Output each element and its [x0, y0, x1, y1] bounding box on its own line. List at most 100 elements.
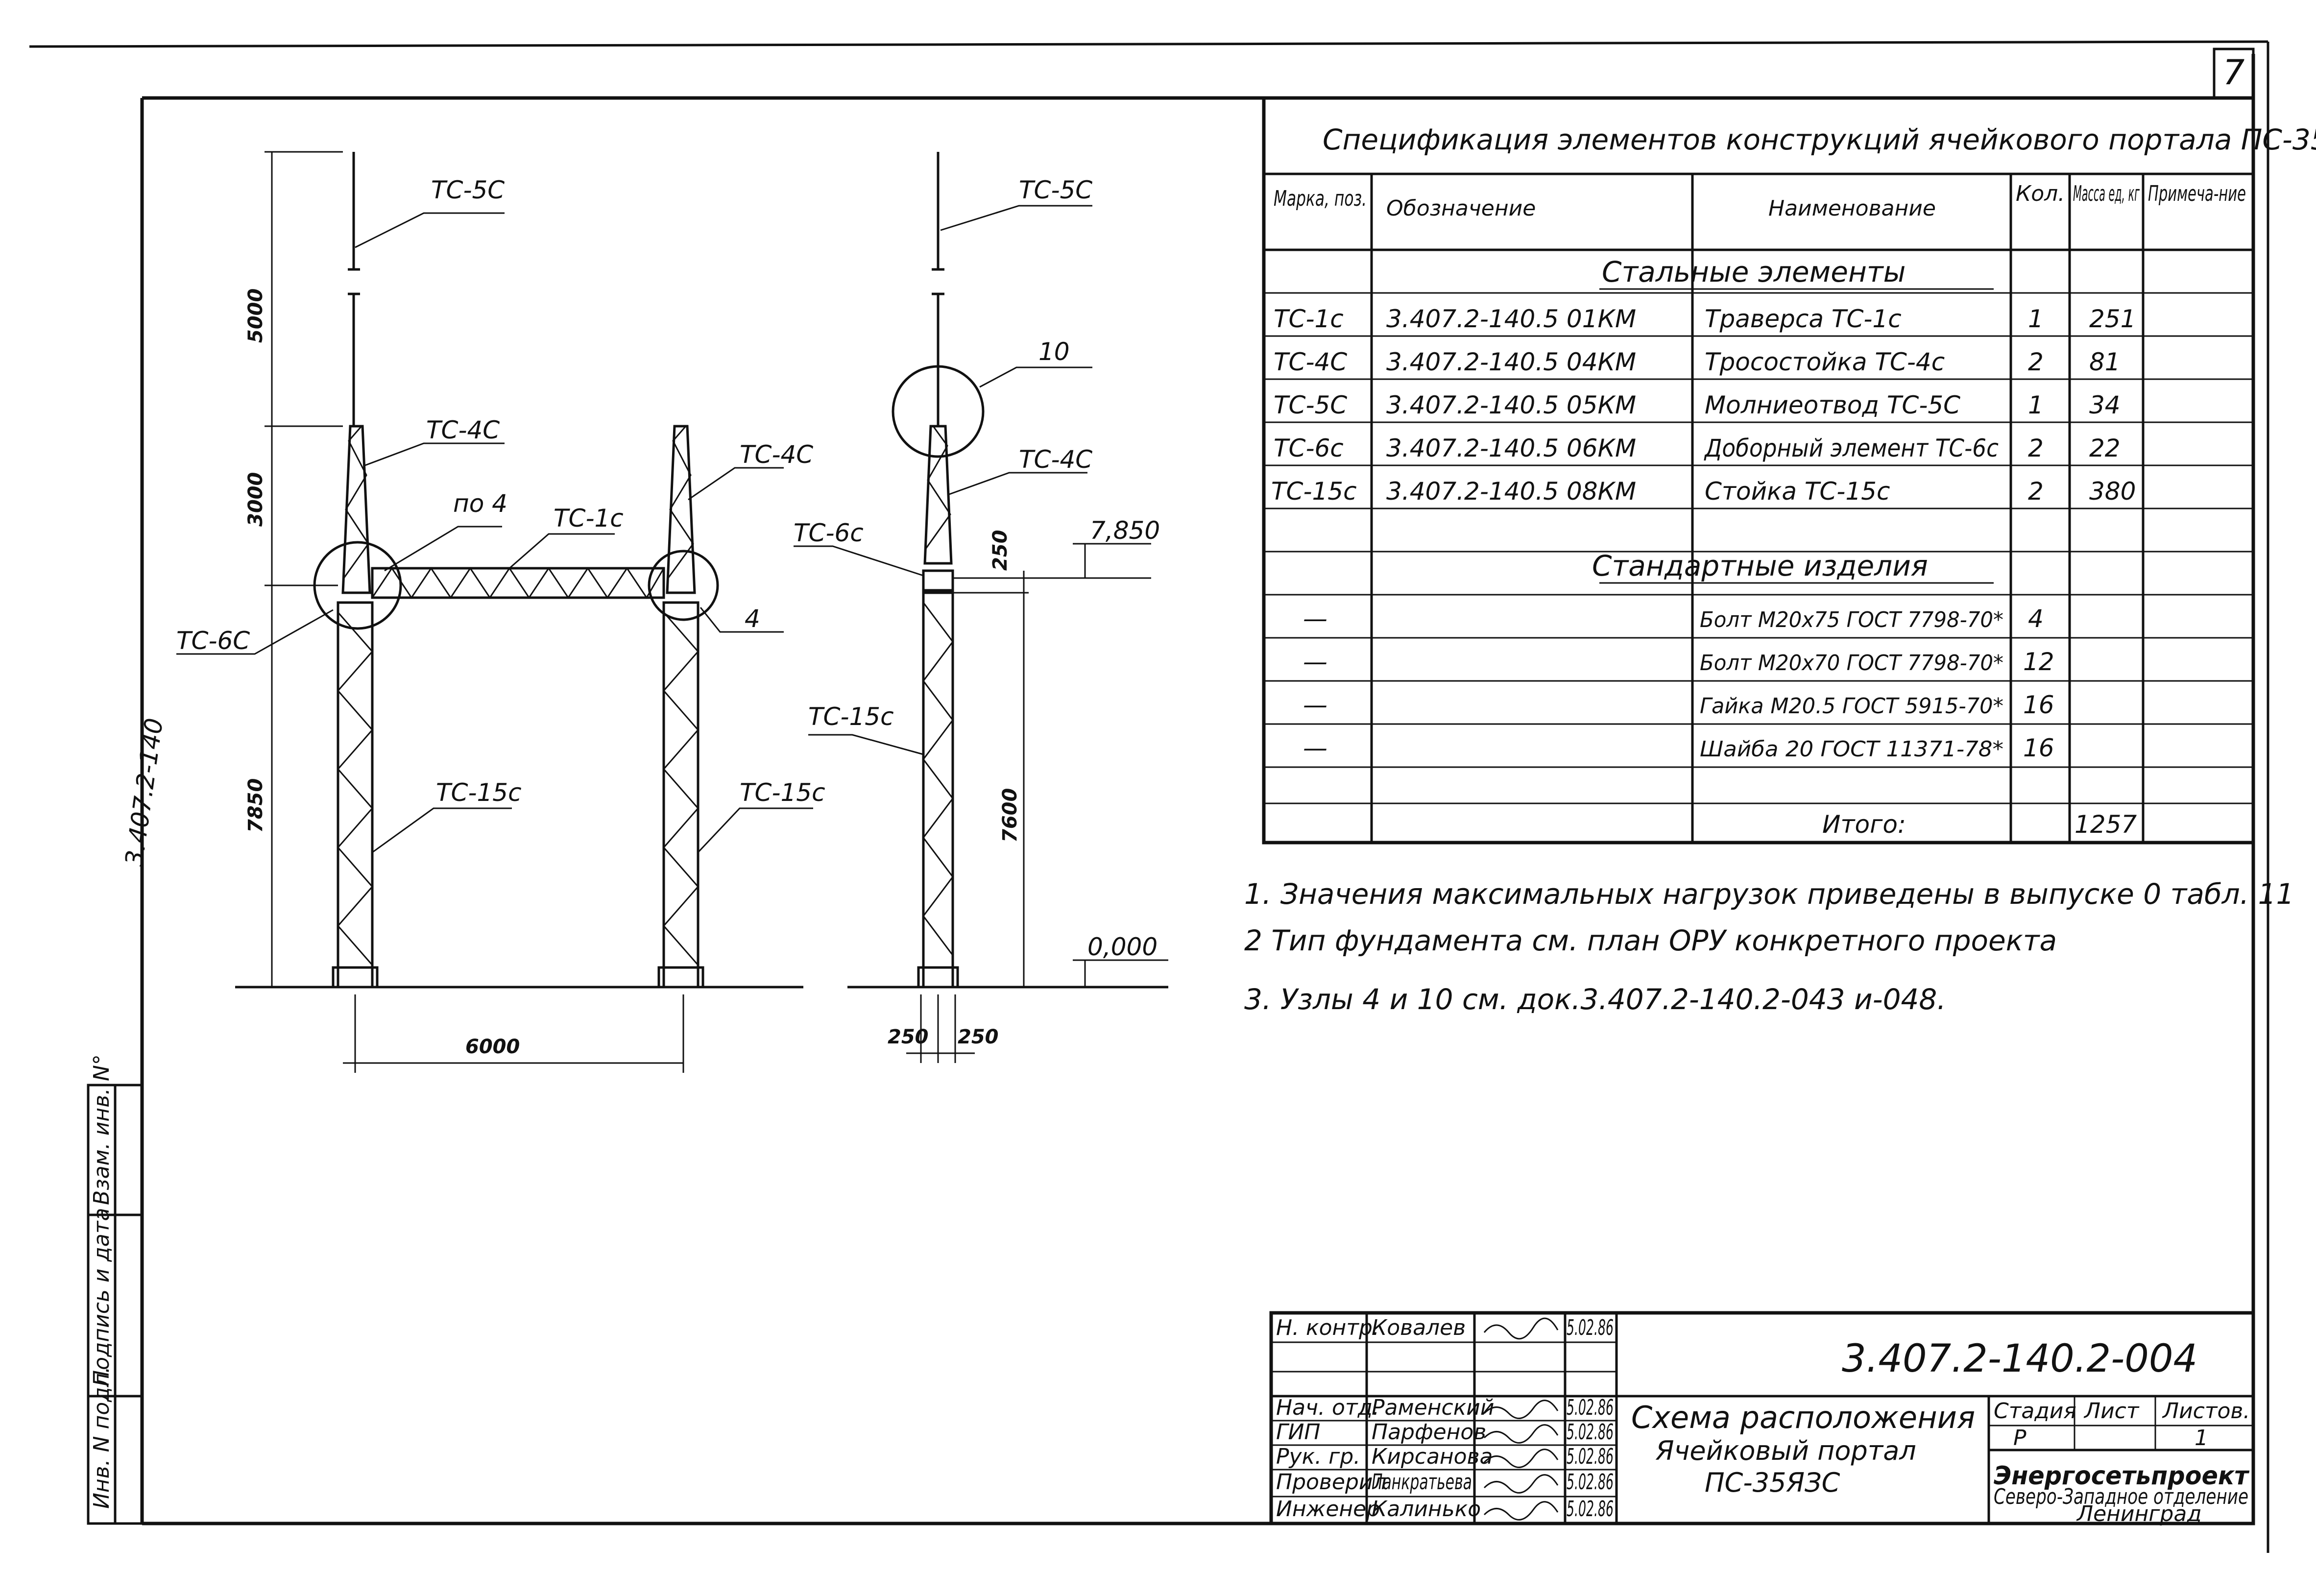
tb-name-2: Раменский — [1372, 1395, 1495, 1420]
tb-doc-code: 3.407.2-140.2-004 — [1842, 1337, 2197, 1381]
steel-row-1-mass: 251 — [2089, 305, 2136, 333]
steel-row-4-name: Доборный элемент ТС-6с — [1704, 434, 1999, 462]
steel-row-3-name: Молниеотвод ТС-5С — [1705, 391, 1960, 419]
side-dim-base-right: 250 — [958, 1026, 999, 1048]
front-label-tc4c-right: ТС-4С — [740, 440, 813, 469]
front-label-tc15c-left: ТС-15с — [436, 778, 522, 807]
steel-row-4-mass: 22 — [2089, 434, 2121, 462]
tb-date-2: 5.02.86 — [1567, 1395, 1614, 1420]
stamp-replaced-inv: Взам. инв. N° — [89, 1054, 114, 1205]
steel-row-1-qty: 1 — [2028, 305, 2044, 333]
steel-row-3-mass: 34 — [2089, 391, 2121, 419]
spec-header-qty: Кол. — [2016, 181, 2065, 206]
std-row-2-name: Болт М20х70 ГОСТ 7798-70* — [1700, 651, 2003, 676]
tb-role-2: Нач. отд. — [1276, 1395, 1379, 1420]
spec-title: Спецификация элементов конструкций ячейк… — [1323, 123, 2316, 156]
steel-row-2-mass: 81 — [2089, 348, 2121, 376]
tb-stage-value: Р — [2013, 1426, 2026, 1451]
signatures — [1483, 1317, 1559, 1521]
steel-row-3-designation: 3.407.2-140.5 05КМ — [1386, 391, 1636, 419]
steel-row-2-designation: 3.407.2-140.5 04КМ — [1386, 348, 1636, 376]
side-dim-250: 250 — [989, 530, 1012, 571]
std-row-1-qty: 4 — [2028, 605, 2044, 633]
front-dim-6000: 6000 — [465, 1036, 520, 1058]
std-row-3-qty: 16 — [2023, 691, 2054, 719]
tb-role-6: Инженер — [1276, 1497, 1380, 1522]
tb-name-5: Панкратьева — [1372, 1470, 1472, 1495]
steel-row-5-mark: ТС-15с — [1271, 477, 1357, 506]
tb-stage-header: Стадия — [1994, 1399, 2076, 1424]
tb-org-city: Ленинград — [2076, 1501, 2202, 1526]
tb-date-5: 5.02.86 — [1567, 1470, 1614, 1495]
spec-section-standard: Стандартные изделия — [1592, 549, 1928, 582]
front-label-po4: по 4 — [453, 489, 507, 518]
steel-row-5-mass: 380 — [2089, 477, 2136, 506]
page-number: 7 — [2223, 52, 2245, 93]
tb-sheets-value: 1 — [2195, 1426, 2208, 1451]
steel-row-5-qty: 2 — [2028, 477, 2044, 506]
tb-org-name: Энергосетьпроект — [1994, 1461, 2250, 1491]
steel-row-3-qty: 1 — [2028, 391, 2044, 419]
std-row-4-qty: 16 — [2023, 734, 2054, 762]
sheet-frame — [29, 40, 2269, 1553]
side-label-node10: 10 — [1038, 338, 1070, 366]
side-label-tc5c: ТС-5С — [1019, 176, 1092, 204]
steel-row-2-mark: ТС-4С — [1274, 348, 1347, 376]
steel-row-2-qty: 2 — [2028, 348, 2044, 376]
side-stamp — [87, 1084, 144, 1525]
front-dim-3000: 3000 — [244, 472, 267, 527]
tb-date-1: 5.02.86 — [1567, 1315, 1614, 1340]
tb-org-branch: Северо-Западное отделение — [1994, 1484, 2248, 1509]
std-row-2-qty: 12 — [2023, 648, 2054, 676]
spec-header-name: Наименование — [1768, 196, 1936, 221]
note-3: 3. Узлы 4 и 10 см. док.3.407.2-140.2-043… — [1244, 983, 1946, 1016]
tb-date-6: 5.02.86 — [1567, 1497, 1614, 1522]
tb-role-3: ГИП — [1276, 1420, 1321, 1445]
tb-name-3: Парфенов — [1372, 1420, 1486, 1445]
note-1: 1. Значения максимальных нагрузок привед… — [1244, 877, 2294, 911]
front-dim-5000: 5000 — [244, 289, 267, 343]
stamp-signature-date: Подпись и дата — [89, 1208, 114, 1386]
std-row-4-name: Шайба 20 ГОСТ 11371-78* — [1700, 737, 2003, 762]
spec-header-note: Примеча-ние — [2148, 181, 2246, 206]
side-label-tc4c: ТС-4С — [1019, 445, 1092, 474]
front-label-node4: 4 — [745, 605, 760, 633]
steel-row-3-mark: ТС-5С — [1274, 391, 1347, 419]
spec-total-label: Итого: — [1822, 810, 1906, 839]
tb-name-4: Кирсанова — [1372, 1444, 1493, 1469]
steel-row-2-name: Тросостойка ТС-4с — [1705, 348, 1945, 376]
tb-role-5: Проверил — [1276, 1470, 1387, 1495]
tb-title-1: Схема расположения — [1631, 1400, 1975, 1435]
std-row-1-mark: — — [1303, 605, 1327, 633]
tb-sheet-header: Лист — [2083, 1399, 2140, 1424]
front-label-tc4c-left: ТС-4С — [426, 416, 500, 444]
front-label-tc15c-right: ТС-15с — [740, 778, 825, 807]
spec-header-mass: Масса ед, кг — [2073, 181, 2140, 206]
steel-row-1-mark: ТС-1с — [1274, 305, 1344, 333]
front-view — [176, 151, 813, 1073]
note-2: 2 Тип фундамента см. план ОРУ конкретног… — [1244, 924, 2057, 957]
tb-date-3: 5.02.86 — [1567, 1420, 1614, 1445]
front-label-tc6c: ТС-6С — [176, 627, 250, 655]
side-label-tc6c: ТС-6с — [794, 519, 864, 547]
steel-row-1-name: Траверса ТС-1с — [1705, 305, 1902, 333]
side-label-tc15c: ТС-15с — [808, 702, 894, 731]
tb-name-1: Ковалев — [1372, 1315, 1466, 1340]
side-view — [794, 152, 1168, 1063]
side-dim-base-left: 250 — [888, 1026, 929, 1048]
front-label-tc5c: ТС-5С — [431, 176, 505, 204]
steel-row-4-qty: 2 — [2028, 434, 2044, 462]
spec-header-mark: Марка, поз. — [1274, 186, 1367, 211]
steel-row-4-mark: ТС-6с — [1274, 434, 1344, 462]
tb-sheets-header: Листов. — [2162, 1399, 2250, 1424]
spec-section-steel: Стальные элементы — [1602, 255, 1906, 289]
spec-table-grid — [1262, 96, 2255, 845]
std-row-3-mark: — — [1303, 691, 1327, 719]
std-row-3-name: Гайка М20.5 ГОСТ 5915-70* — [1700, 694, 2003, 719]
spec-header-designation: Обозначение — [1386, 196, 1536, 221]
front-label-tc1c: ТС-1с — [554, 504, 624, 532]
side-level-top: 7,850 — [1090, 516, 1160, 545]
title-block-grid — [1269, 1311, 2255, 1525]
